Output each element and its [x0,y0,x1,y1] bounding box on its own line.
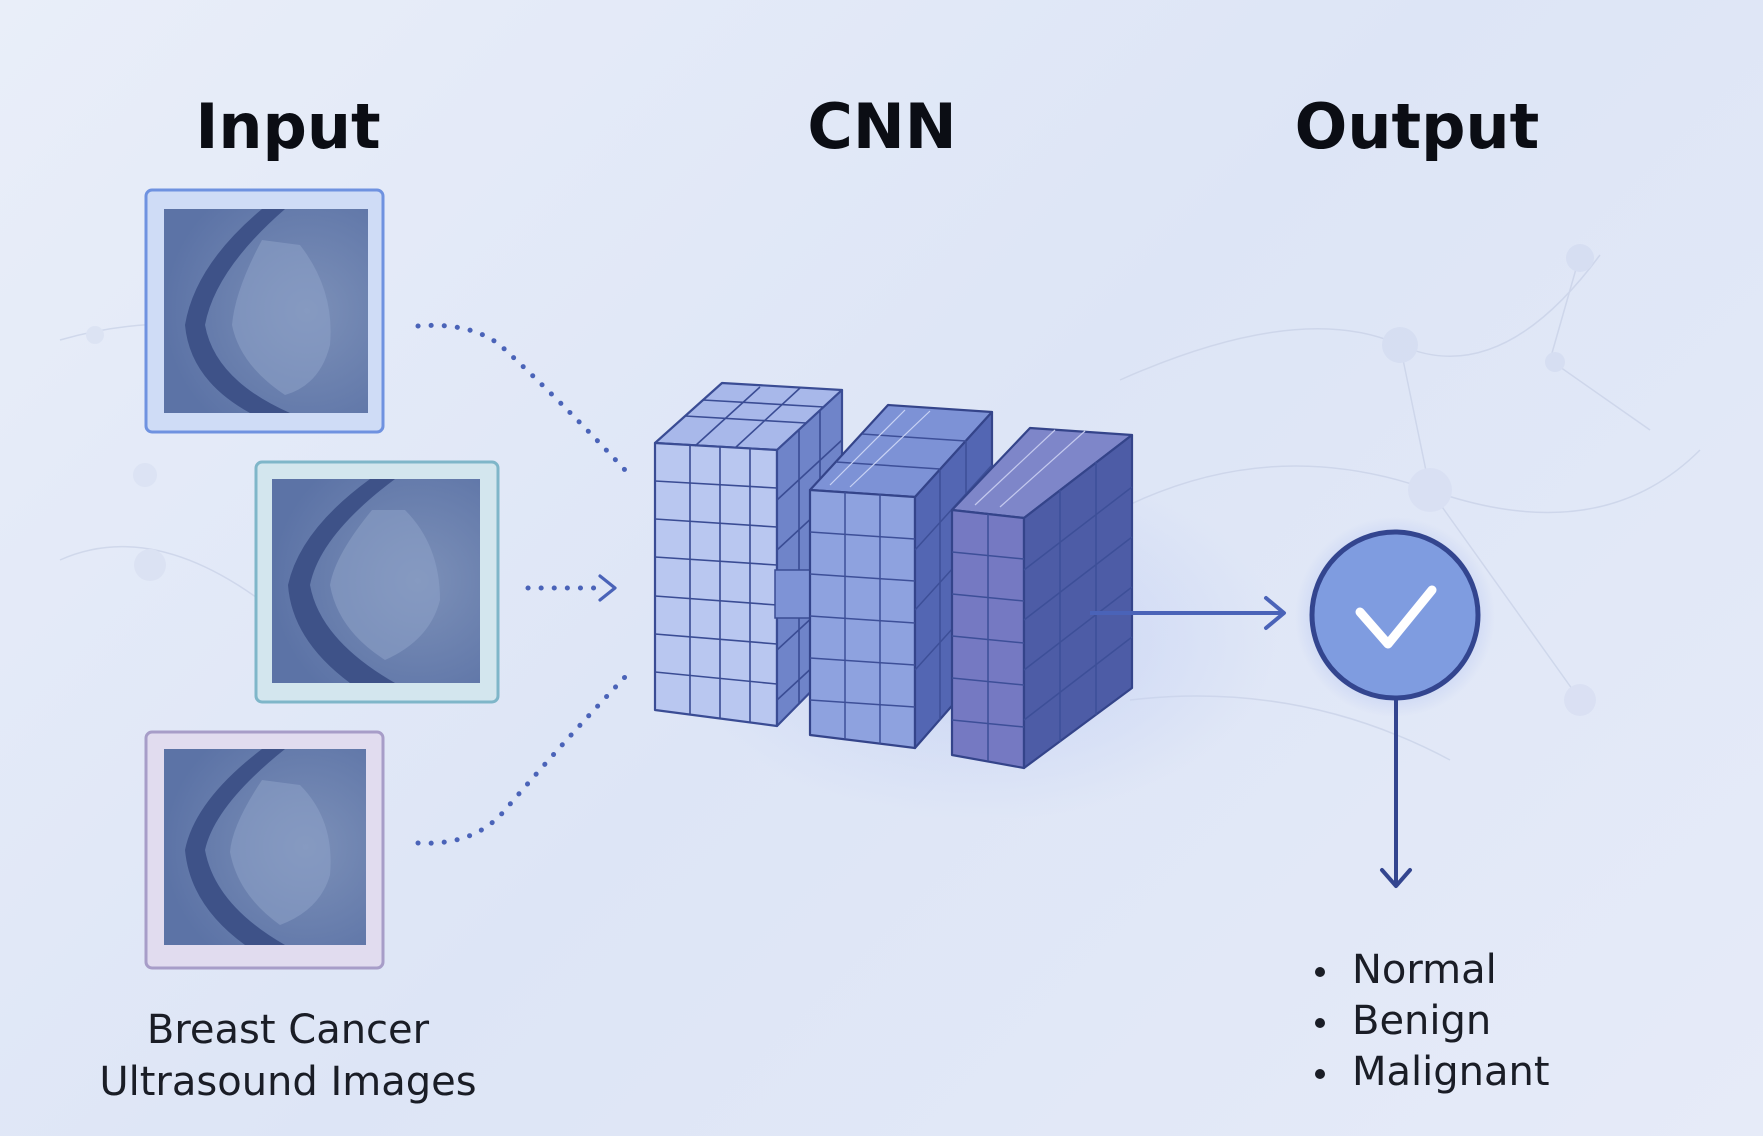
output-heading: Output [1294,90,1540,163]
input-heading: Input [195,90,381,163]
background-network [59,244,1701,761]
arrow-right-icon [598,574,617,602]
input-caption-line-2: Ultrasound Images [99,1059,477,1105]
input-image-2 [254,460,500,704]
output-class-malignant: Malignant [1305,1047,1550,1098]
output-class-normal: Normal [1305,945,1550,996]
input-image-3 [144,730,385,970]
output-class-benign: Benign [1305,996,1550,1047]
input-image-1 [144,188,385,434]
input-caption-line-1: Breast Cancer [146,1007,430,1053]
arrow-right-icon [1264,596,1286,630]
output-check-circle [1309,529,1481,701]
check-icon [1355,585,1437,649]
input-caption: Breast Cancer Ultrasound Images [88,1004,488,1108]
cnn-connector [774,569,816,619]
dotted-connectors [415,322,628,846]
cnn-layer-3 [950,426,1134,770]
arrow-down-icon [1380,868,1412,888]
cnn-heading: CNN [807,90,957,163]
connector-top [415,322,628,473]
output-class-list: Normal Benign Malignant [1305,945,1550,1098]
connector-bottom [415,674,628,846]
